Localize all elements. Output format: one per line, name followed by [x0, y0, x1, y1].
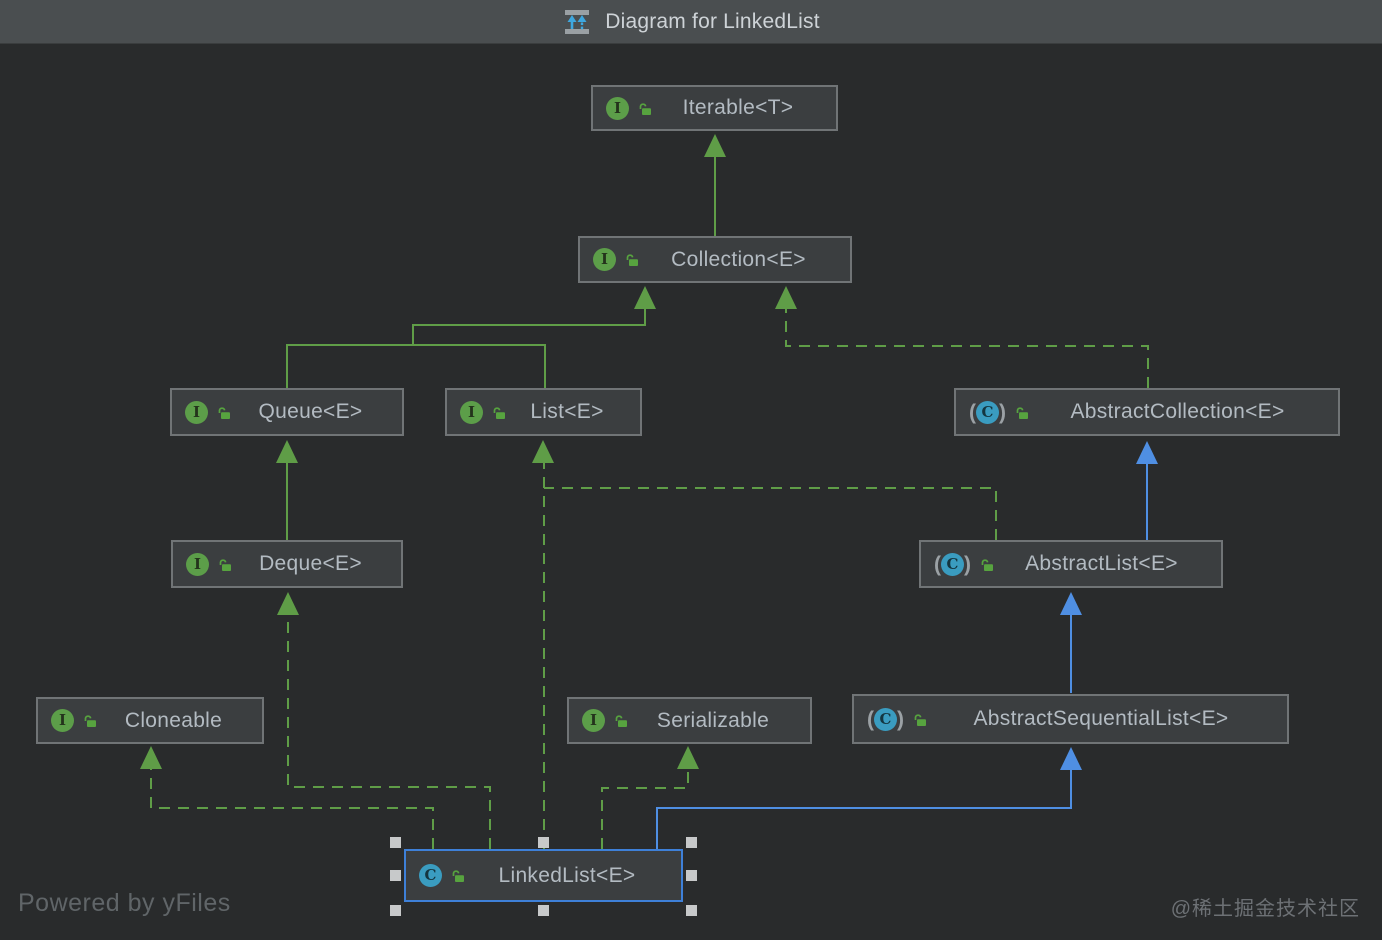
selection-handle[interactable] — [390, 837, 401, 848]
edge-linkedlist-serializable — [601, 769, 689, 849]
node-label: Queue<E> — [258, 400, 363, 423]
abstract-class-icon: (C) — [934, 552, 971, 576]
node-label: Serializable — [656, 708, 770, 732]
node-label: Collection<E> — [671, 247, 806, 271]
selection-handle[interactable] — [538, 905, 549, 916]
node-label: LinkedList<E> — [498, 863, 636, 887]
node-list[interactable]: I List<E> — [445, 388, 642, 436]
unlocked-icon — [452, 870, 464, 882]
interface-icon: I — [593, 248, 616, 271]
unlocked-icon — [626, 254, 638, 266]
node-collection[interactable]: I Collection<E> — [578, 236, 852, 283]
unlocked-icon — [219, 558, 231, 571]
edge-abstractcollection-collection — [785, 309, 1149, 388]
unlocked-icon — [615, 715, 627, 727]
node-label: Cloneable — [124, 708, 223, 732]
unlocked-icon — [1016, 406, 1028, 419]
class-icon: C — [419, 864, 442, 887]
interface-icon: I — [460, 400, 483, 424]
node-label: AbstractCollection<E> — [1070, 400, 1285, 423]
unlocked-icon — [981, 558, 993, 571]
abstract-class-icon: (C) — [969, 400, 1006, 424]
unlocked-icon — [493, 406, 505, 419]
edge-linkedlist-abstractsequentiallist — [656, 770, 1072, 849]
edge-queue-list-collection — [286, 309, 646, 388]
node-label: AbstractSequentialList<E> — [973, 707, 1229, 730]
powered-by-yfiles-label: Powered by yFiles — [18, 889, 231, 917]
selection-handle[interactable] — [390, 905, 401, 916]
node-deque[interactable]: I Deque<E> — [171, 540, 403, 588]
interface-icon: I — [186, 552, 209, 576]
selection-handle[interactable] — [686, 870, 697, 881]
title-bar: Diagram for LinkedList — [0, 0, 1382, 44]
interface-icon: I — [582, 709, 605, 732]
node-label: Deque<E> — [259, 552, 362, 575]
node-serializable[interactable]: I Serializable — [567, 697, 812, 744]
node-label: AbstractList<E> — [1025, 552, 1178, 575]
unlocked-icon — [639, 102, 651, 115]
diagram-icon — [565, 9, 590, 34]
selection-handle[interactable] — [686, 905, 697, 916]
blue-arrowheads — [1060, 441, 1158, 770]
green-arrowheads — [140, 134, 797, 769]
node-label: Iterable<T> — [682, 96, 794, 119]
node-abstractlist[interactable]: (C) AbstractList<E> — [919, 540, 1223, 588]
interface-icon: I — [606, 96, 629, 120]
selection-handle[interactable] — [686, 837, 697, 848]
interface-icon: I — [51, 709, 74, 732]
selection-handle[interactable] — [390, 870, 401, 881]
node-label: List<E> — [530, 400, 604, 423]
window-title: Diagram for LinkedList — [605, 9, 820, 33]
abstract-class-icon: (C) — [867, 707, 904, 731]
unlocked-icon — [914, 713, 926, 726]
node-abstractcollection[interactable]: (C) AbstractCollection<E> — [954, 388, 1340, 436]
community-watermark: @稀土掘金技术社区 — [1170, 898, 1360, 920]
node-cloneable[interactable]: I Cloneable — [36, 697, 264, 744]
edge-abstractlist-list — [544, 487, 997, 540]
node-linkedlist[interactable]: C LinkedList<E> — [404, 849, 683, 902]
unlocked-icon — [84, 715, 96, 727]
node-queue[interactable]: I Queue<E> — [170, 388, 404, 436]
node-abstractsequentiallist[interactable]: (C) AbstractSequentialList<E> — [852, 694, 1289, 744]
node-iterable[interactable]: I Iterable<T> — [591, 85, 838, 131]
unlocked-icon — [218, 406, 230, 419]
edge-linkedlist-deque — [287, 615, 491, 849]
edge-linkedlist-cloneable — [150, 769, 434, 849]
interface-icon: I — [185, 400, 208, 424]
selection-handle[interactable] — [538, 837, 549, 848]
